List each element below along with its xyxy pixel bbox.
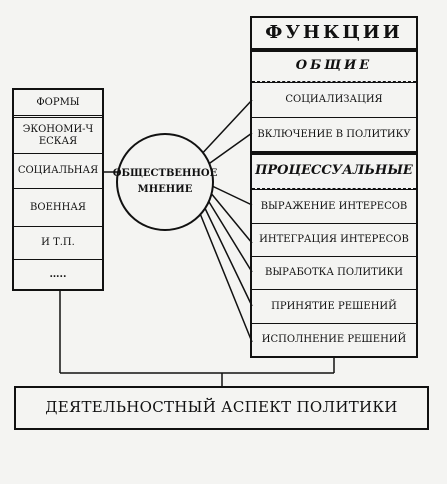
- function-integration: ИНТЕГРАЦИЯ ИНТЕРЕСОВ: [252, 223, 416, 256]
- functions-column: [250, 16, 418, 358]
- form-item-social: СОЦИАЛЬНАЯ: [14, 153, 102, 188]
- function-decision-making: ПРИНЯТИЕ РЕШЕНИЙ: [252, 289, 416, 323]
- activity-aspect-box: ДЕЯТЕЛЬНОСТНЫЙ АСПЕКТ ПОЛИТИКИ: [14, 386, 429, 430]
- form-item-etc: И Т.П.: [14, 226, 102, 259]
- connector-elaboration: [205, 196, 253, 273]
- function-policy-elaboration: ВЫРАБОТКА ПОЛИТИКИ: [252, 256, 416, 289]
- form-item-military: ВОЕННАЯ: [14, 188, 102, 226]
- connector-execution: [196, 205, 253, 343]
- forms-column: [12, 88, 104, 291]
- function-expression: ВЫРАЖЕНИЕ ИНТЕРЕСОВ: [252, 189, 416, 223]
- form-item-economic: ЭКОНОМИ-ЧЕСКАЯ: [14, 115, 102, 153]
- functions-title: ФУНКЦИИ: [265, 21, 403, 43]
- form-item-ellipsis: …..: [14, 259, 102, 289]
- function-decision-execution: ИСПОЛНЕНИЕ РЕШЕНИЙ: [252, 323, 416, 356]
- public-opinion-label: ОБЩЕСТВЕННОЕ МНЕНИЕ: [112, 168, 218, 195]
- function-socialization: СОЦИАЛИЗАЦИЯ: [252, 82, 416, 117]
- connector-expression: [209, 184, 253, 206]
- connector-adoption: [201, 201, 253, 307]
- public-opinion-circle: ОБЩЕСТВЕННОЕ МНЕНИЕ: [113, 133, 217, 231]
- connector-integration: [209, 191, 253, 244]
- forms-title: ФОРМЫ: [36, 96, 80, 108]
- general-heading: ОБЩИЕ: [252, 48, 416, 82]
- process-heading: ПРОЦЕССУАЛЬНЫЕ: [252, 151, 416, 189]
- connector-socialization: [197, 99, 253, 159]
- connector-inclusion: [202, 132, 253, 169]
- function-inclusion: ВКЛЮЧЕНИЕ В ПОЛИТИКУ: [252, 117, 416, 151]
